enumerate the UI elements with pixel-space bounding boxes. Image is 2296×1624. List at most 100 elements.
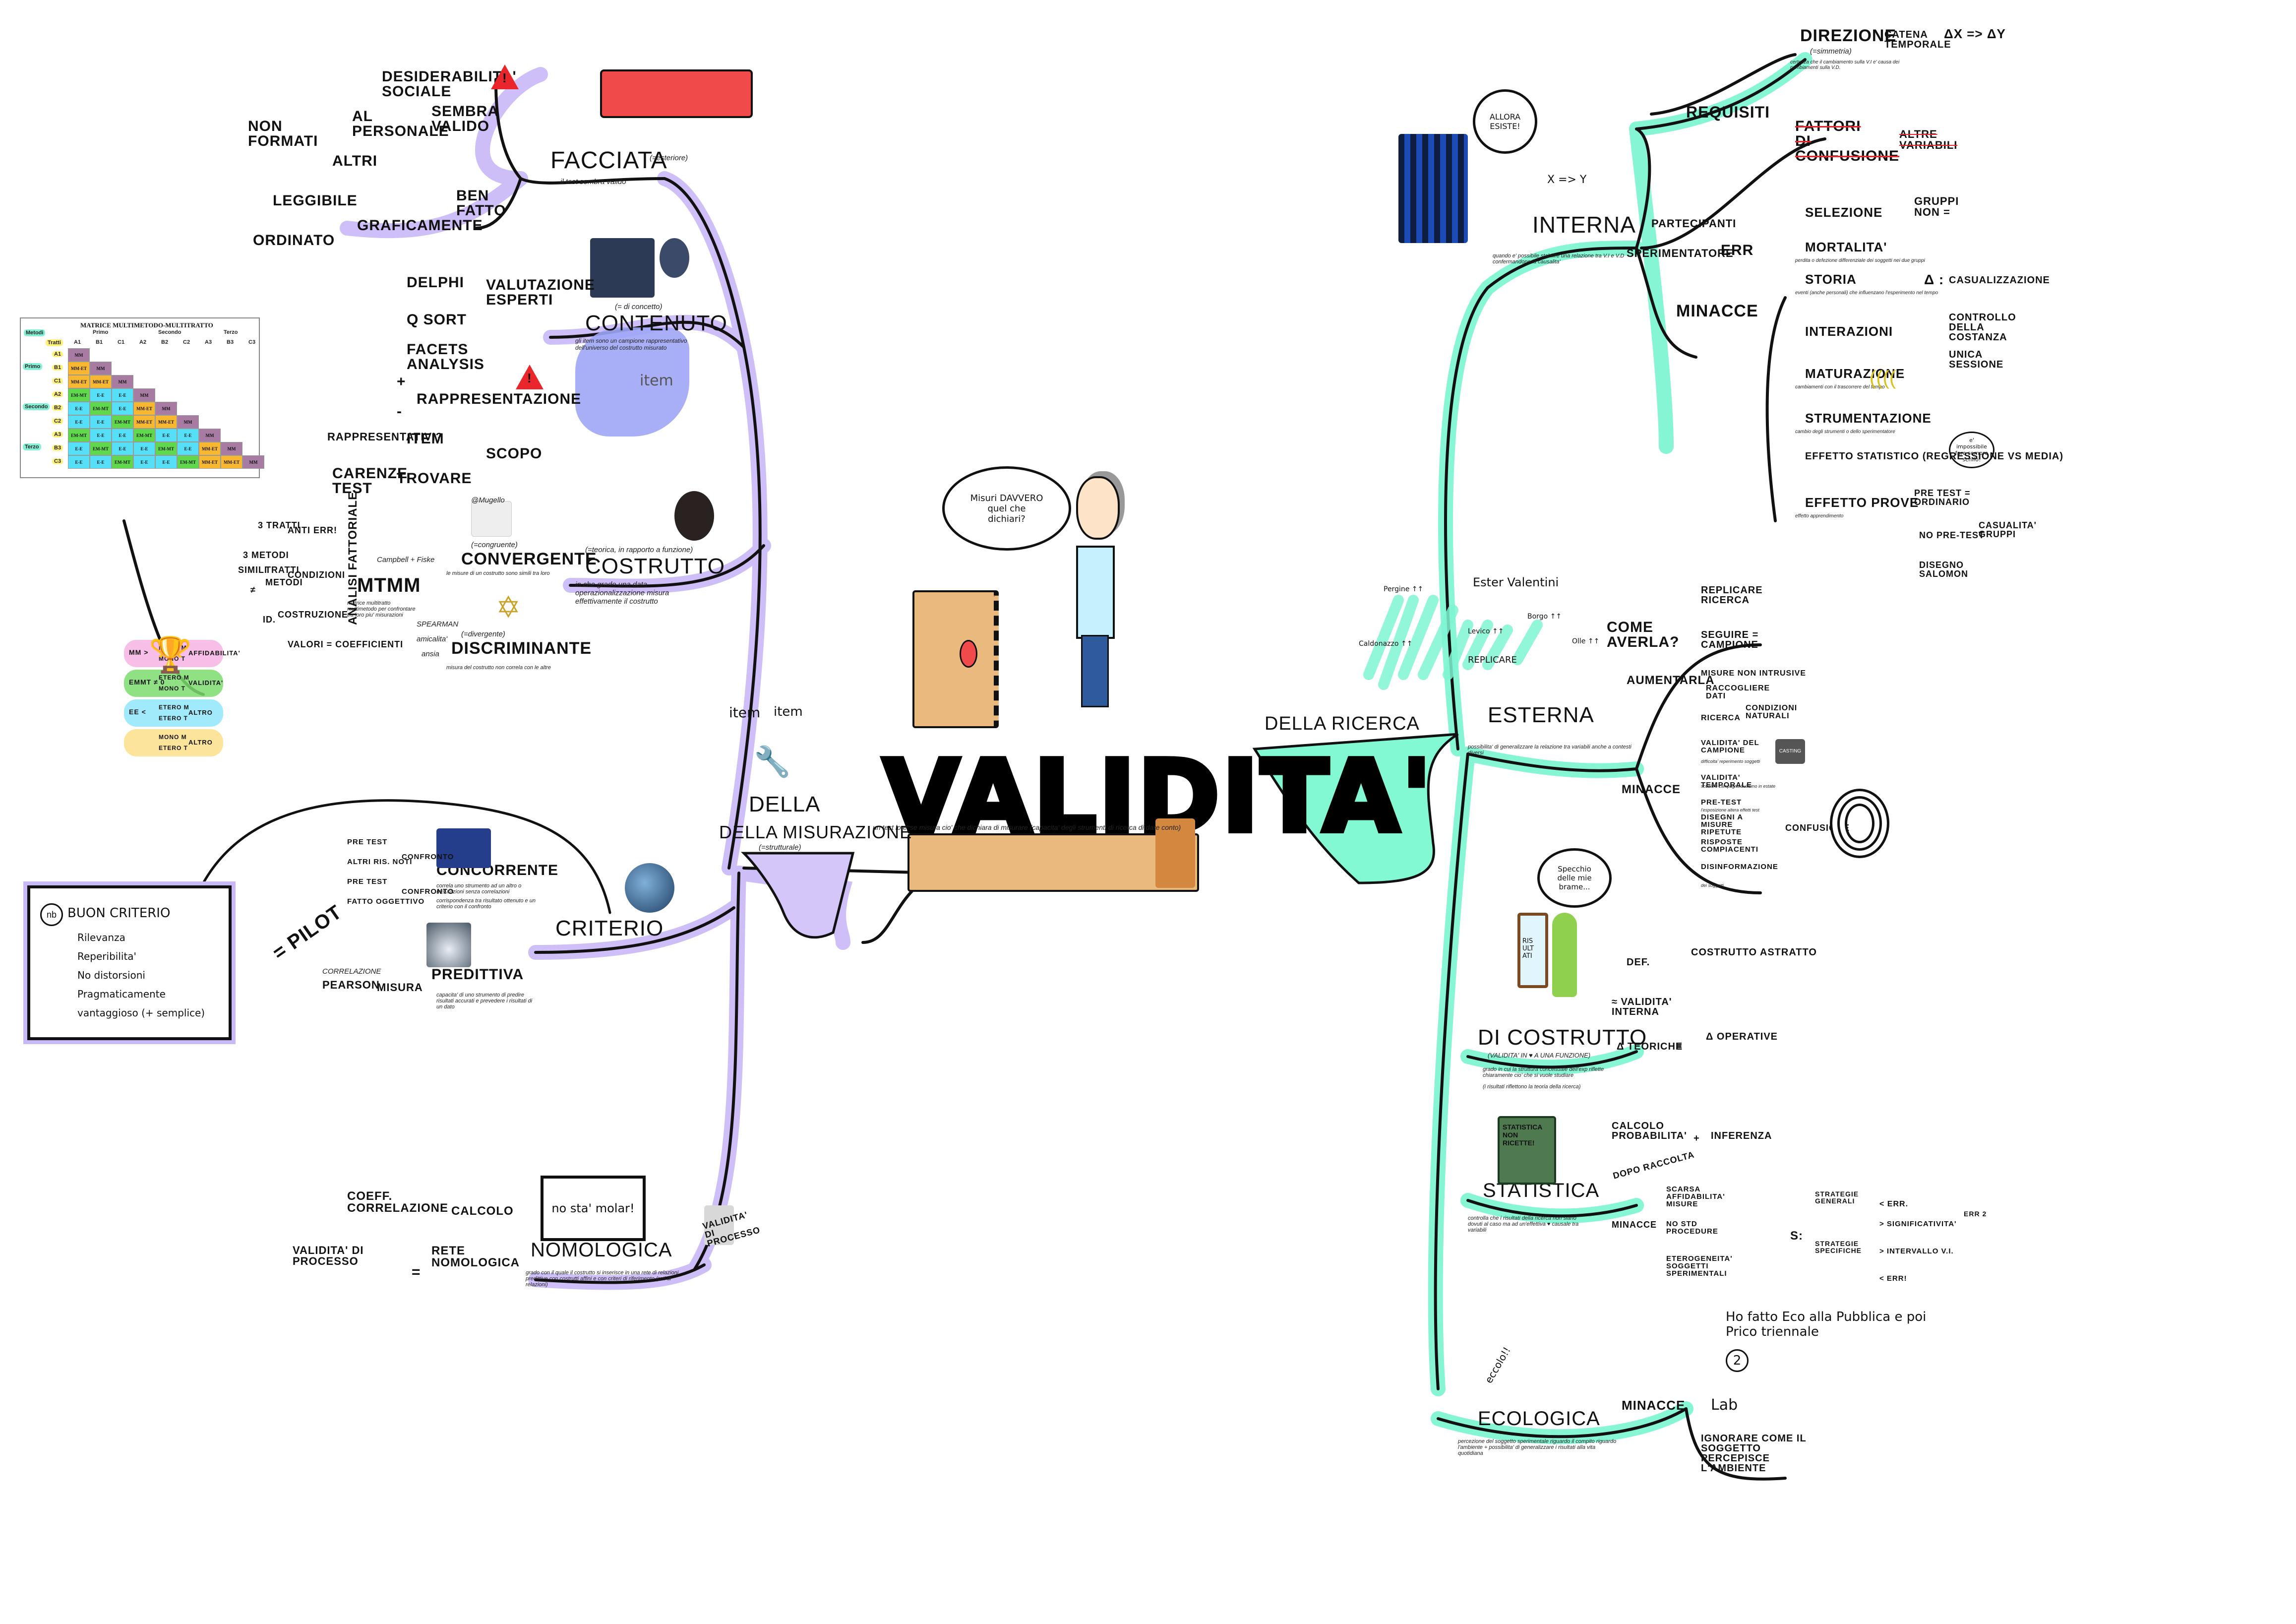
warning-icon <box>491 64 519 89</box>
mtmm-branch: ≠ <box>250 585 256 595</box>
concorrente-note2: corrispondenza tra risultato ottenuto e … <box>436 898 536 910</box>
strategie-generali: STRATEGIE GENERALI <box>1815 1190 1859 1205</box>
misurazione-cup <box>740 852 855 939</box>
warning-icon-2 <box>516 365 544 389</box>
mtmm-value-a: MONO M <box>159 734 187 741</box>
facciata-ben-fatto: BEN FATTO <box>456 187 506 219</box>
matrix-tratti-label: Tratti <box>46 339 63 346</box>
prove-solution: NO PRE-TEST <box>1919 530 1985 540</box>
contenuto-subtitle: (= di concetto) <box>615 303 663 311</box>
aumentarla-misure: MISURE non INTRUSIVE <box>1701 669 1807 678</box>
interna-minaccia-label: MATURAZIONE <box>1805 366 1905 381</box>
esterna-minaccia: VALIDITA' del CAMPIONE <box>1701 739 1759 754</box>
predittiva-label: PREDITTIVA <box>431 966 524 983</box>
aumentarla-condizioni: CONDIZIONI NATURALI <box>1746 704 1798 720</box>
costrutto-note: in che grado una data operazionalizzazio… <box>575 580 669 606</box>
matrix-col-header: A1 <box>74 339 81 345</box>
matrix-cell: E-E <box>90 429 112 442</box>
matrix-cell: E-E <box>68 415 90 429</box>
matrix-cell: E-E <box>90 455 112 469</box>
matrix-cell: E-E <box>68 402 90 415</box>
matrix-cell: E-E <box>68 442 90 455</box>
interna-minaccia-note: effetto apprendimento <box>1795 513 1844 519</box>
esterna-minaccia-note: dei soggetti <box>1701 883 1724 888</box>
facciata-subtitle: (=esteriore) <box>650 154 688 162</box>
ecologica-lab: Lab <box>1711 1396 1738 1414</box>
star-icon: ✡ <box>496 591 521 624</box>
statistica-book: STATISTICA non RICETTE! <box>1498 1116 1556 1185</box>
interna-minaccia-label: EFFETTO STATISTICO (regressione vs media… <box>1805 451 2064 462</box>
nomologica-sign: no sta' molar! <box>541 1176 646 1241</box>
title-definition: un test lo e' se misura cio' che dichiar… <box>873 823 1181 831</box>
right-branches <box>1252 52 1826 1481</box>
mtmm-branch: TRATTI <box>265 565 300 575</box>
contenuto-carenze-test: CARENZE TEST <box>332 465 408 497</box>
matrix-col-header: C2 <box>183 339 190 345</box>
mtmm-branch: COSTRUZIONE <box>278 610 349 620</box>
trophy-icon: 🏆 <box>149 635 192 674</box>
strategie-specifica-child: > INTERVALLO V.I. <box>1879 1247 1954 1255</box>
buon-criterio-item: Pragmaticamente vantaggioso (+ semplice) <box>77 988 205 1019</box>
costrutto-right-child: def. <box>1627 957 1650 968</box>
orange-box-side <box>1155 818 1195 888</box>
nomologica-equals: = <box>412 1264 421 1280</box>
concorrente-branch: CONFRONTO <box>402 887 454 896</box>
contenuto-scopo: SCOPO <box>486 445 543 462</box>
mtmm-value-result: VALIDITA' <box>188 679 224 687</box>
mtmm-value-a: ETERO M <box>159 704 189 711</box>
nomologica-calcolo: CALCOLO <box>451 1204 514 1218</box>
convergenza-caption: @Mugello <box>471 496 505 504</box>
esterna-minaccia-note: difficolta' reperimento soggetti <box>1701 759 1760 764</box>
costrutto-right-child: Δ OPERATIVE <box>1706 1031 1778 1042</box>
convergente-label: CONVERGENTE <box>461 550 597 568</box>
ecologica-detail: IGNORARE COME IL SOGGETTO PERCEPISCE L'A… <box>1701 1433 1807 1474</box>
matrix-col-header: B2 <box>161 339 169 345</box>
contenuto-note: gli item sono un campione rappresentativ… <box>575 337 687 351</box>
esterna-minaccia: DISINFORMAZIONE <box>1701 863 1778 871</box>
matrix-cell: EM-MT <box>112 415 133 429</box>
matrix-cell: MM <box>242 455 264 469</box>
err-sperimentatore: SPERIMENTATORE <box>1627 247 1734 259</box>
buon-criterio-box: nb BUON CRITERIO Rilevanza Reperibilita'… <box>27 885 232 1040</box>
matrix-metodo-header: Terzo <box>224 329 238 335</box>
mtmm-value-b: ETERO T <box>159 745 188 751</box>
aumentarla-raccogliere: RACCOGLIERE DATI <box>1706 684 1770 700</box>
matrix-cell: MM <box>199 429 221 442</box>
statistica-minacce-label: MINACCE <box>1612 1220 1657 1230</box>
mirror-illustration <box>1517 913 1548 988</box>
mtmm-note: matrice multitratto multimetodo per conf… <box>347 600 416 618</box>
matrix-metodo-row: Terzo <box>23 443 41 450</box>
mtmm-value-band <box>124 640 223 667</box>
esterna-minaccia-note: scuola e campagna bullismo in estate <box>1701 784 1776 789</box>
matrix-metodo-header: Secondo <box>158 329 181 335</box>
buon-criterio-title: BUON CRITERIO <box>67 906 171 921</box>
darwin-image <box>436 828 491 868</box>
map-caption: REPLICARE <box>1468 655 1517 665</box>
matrix-cell: E-E <box>133 455 155 469</box>
scientist-head <box>1076 476 1120 540</box>
discriminante-label: DISCRIMINANTE <box>451 639 592 658</box>
mtmm-value-band <box>124 699 223 727</box>
discriminante-spearman: SPEARMAN <box>417 620 459 628</box>
mirror-text: RIS ULT ATI <box>1522 937 1534 960</box>
statistica-note: controlla che i risultati della ricerca … <box>1468 1215 1579 1233</box>
ricerca-cup <box>1252 733 1459 884</box>
ruler-character <box>912 590 999 728</box>
buon-criterio-item: No distorsioni <box>77 969 145 981</box>
statistica-book-text: STATISTICA non RICETTE! <box>1503 1123 1542 1147</box>
come-averla-replicare: REPLICARE RICERCA <box>1701 585 1763 606</box>
matrix-cell: EM-MT <box>155 442 177 455</box>
costrutto-right-note: grado in cui la struttura concettuale de… <box>1483 1066 1604 1078</box>
storia-delta: δ : <box>1924 272 1944 287</box>
esterna-minaccia: DISEGNI a MISURE RIPETUTE <box>1701 813 1743 836</box>
interna-minaccia-child: GRUPPI non = <box>1914 195 1959 218</box>
direzione-subtitle: (=simmetria) <box>1810 47 1852 56</box>
interna-bubble: ALLORA ESISTE! <box>1473 89 1537 154</box>
requisiti-label: REQUISITI <box>1686 103 1770 121</box>
strategie-specifiche: STRATEGIE SPECIFICHE <box>1815 1240 1862 1254</box>
contenuto-rappresentazione: RAPPRESENTAZIONE <box>417 391 582 407</box>
costrutto-right-child: = <box>1676 1041 1683 1052</box>
concorrente-note: correla uno strumento ad un altro o misu… <box>436 883 522 895</box>
interna-minaccia-label: STRUMENTAZIONE <box>1805 411 1932 426</box>
